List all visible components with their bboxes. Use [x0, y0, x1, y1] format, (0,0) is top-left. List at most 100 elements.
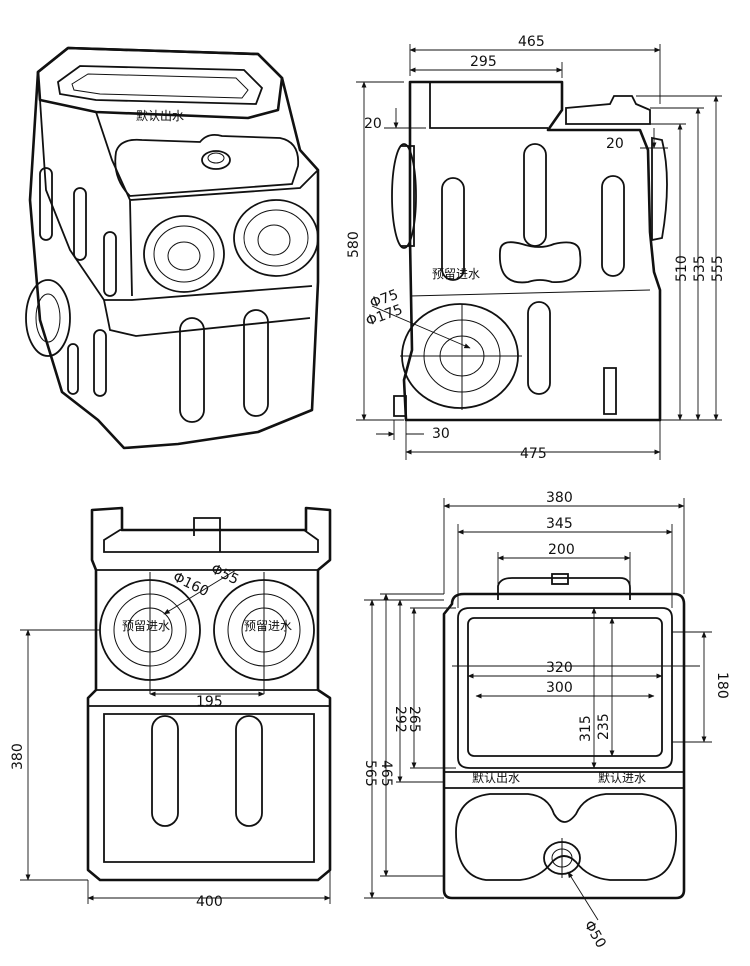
top-dim-phi50: Φ50	[567, 871, 609, 951]
top-dim-380: 380	[443, 490, 685, 594]
side-dim-465-text: 465	[518, 34, 545, 50]
top-opening-rim	[457, 607, 673, 769]
front-dim-195: 195	[149, 691, 265, 710]
iso-side-face-edge	[39, 99, 313, 301]
iso-port-right-mid	[243, 209, 309, 267]
top-dim-315-text: 315	[578, 715, 594, 742]
top-dim-565-text: 565	[362, 760, 378, 787]
side-slot-2	[523, 143, 547, 247]
iso-slot-front-1	[179, 317, 205, 423]
front-dim-400: 400	[87, 870, 331, 910]
side-right-port	[651, 136, 668, 242]
front-dim-phi160-text: Φ160	[170, 569, 211, 600]
side-slot-bottom-right	[603, 367, 617, 415]
iso-mid-ledge	[103, 299, 311, 337]
top-dim-320: 320	[467, 660, 663, 679]
front-slot-2	[235, 715, 263, 827]
top-dim-345: 345	[457, 516, 673, 608]
side-slot-3	[601, 175, 625, 277]
iso-shoulder	[95, 111, 319, 297]
iso-slot-side-5	[67, 343, 79, 395]
side-dim-30: 30	[376, 420, 450, 442]
front-ledge	[88, 689, 330, 707]
side-dim-510-text: 510	[674, 255, 690, 282]
side-dim-295: 295	[409, 54, 563, 78]
side-dim-580: 580	[346, 81, 404, 421]
top-dim-465: 465	[378, 593, 444, 877]
iso-side-port-inner	[35, 293, 61, 343]
side-handle-recess	[499, 241, 582, 284]
side-dim-20-right: 20	[606, 128, 668, 152]
top-dim-200: 200	[497, 542, 631, 586]
iso-top-rim	[36, 46, 284, 120]
top-dim-180-text: 180	[714, 672, 730, 699]
side-view: 465 295 580 20 20 510	[346, 34, 726, 462]
top-rear-boss	[551, 573, 569, 585]
iso-center-cap-inner	[207, 152, 225, 164]
front-top-boss	[193, 517, 221, 552]
front-inlet-label-left: 预留进水	[122, 619, 170, 633]
side-dim-555-text: 555	[710, 255, 726, 282]
iso-slot-front-2	[243, 309, 269, 417]
iso-center-cap	[201, 150, 231, 170]
top-dim-315: 315	[578, 607, 597, 769]
side-dim-20-left-text: 20	[364, 116, 382, 132]
top-dim-235-text: 235	[596, 713, 612, 740]
iso-port-left-mid	[153, 225, 215, 283]
side-dim-555: 555	[636, 95, 726, 421]
isometric-view: 默认出水	[25, 46, 320, 450]
iso-slot-side-1	[39, 167, 53, 241]
top-dim-300-text: 300	[546, 680, 573, 696]
side-left-port-outer	[391, 143, 417, 249]
side-dim-465: 465	[409, 34, 661, 104]
iso-slot-side-2	[73, 187, 87, 261]
iso-outlet-label: 默认出水	[136, 108, 184, 123]
iso-slot-side-3	[103, 231, 117, 297]
side-top-boss	[565, 95, 651, 125]
side-drain-stub	[393, 395, 407, 417]
top-back-ledge	[497, 577, 631, 600]
side-dim-580-text: 580	[346, 231, 362, 258]
side-dim-295-text: 295	[470, 54, 497, 70]
side-dim-475: 475	[405, 420, 661, 462]
top-opening-inner	[467, 617, 663, 757]
front-lower-panel	[103, 713, 315, 863]
front-dim-400-text: 400	[196, 894, 223, 910]
side-dim-510: 510	[650, 123, 690, 421]
top-dim-380-text: 380	[546, 490, 573, 506]
top-dim-292-text: 292	[392, 706, 408, 733]
iso-port-left-inner	[167, 241, 201, 271]
iso-side-port-outer	[25, 279, 71, 357]
front-dim-195-text: 195	[196, 694, 223, 710]
top-outlet-label: 默认出水	[472, 770, 520, 785]
top-dim-180: 180	[672, 631, 730, 743]
side-dim-20-right-text: 20	[606, 136, 624, 152]
side-slot-4	[527, 301, 551, 395]
iso-port-left-outer	[143, 215, 225, 293]
side-dim-535-text: 535	[692, 255, 708, 282]
iso-port-right-outer	[233, 199, 319, 277]
iso-port-right-inner	[257, 224, 291, 256]
top-dim-320-text: 320	[546, 660, 573, 676]
side-slot-1	[441, 177, 465, 281]
top-dim-265-text: 265	[406, 706, 422, 733]
front-top-lid	[103, 529, 319, 553]
front-inlet-label-right: 预留进水	[244, 619, 292, 633]
side-top-opening	[429, 82, 548, 129]
top-body-outline	[442, 592, 686, 900]
side-left-port-flange	[400, 145, 415, 247]
iso-top-opening	[57, 65, 264, 105]
top-dim-565: 565	[362, 599, 444, 899]
front-dim-380-text: 380	[10, 743, 26, 770]
side-dim-20-left: 20	[364, 108, 426, 132]
top-dim-265: 265	[406, 607, 456, 769]
top-dim-465-text: 465	[378, 760, 394, 787]
side-dim-30-text: 30	[432, 426, 450, 442]
front-dim-380: 380	[10, 629, 100, 881]
top-dim-300: 300	[475, 680, 655, 699]
side-body-outline	[402, 80, 662, 422]
top-dim-292: 292	[392, 599, 444, 783]
top-dim-345-text: 345	[546, 516, 573, 532]
side-dim-535: 535	[650, 107, 708, 421]
